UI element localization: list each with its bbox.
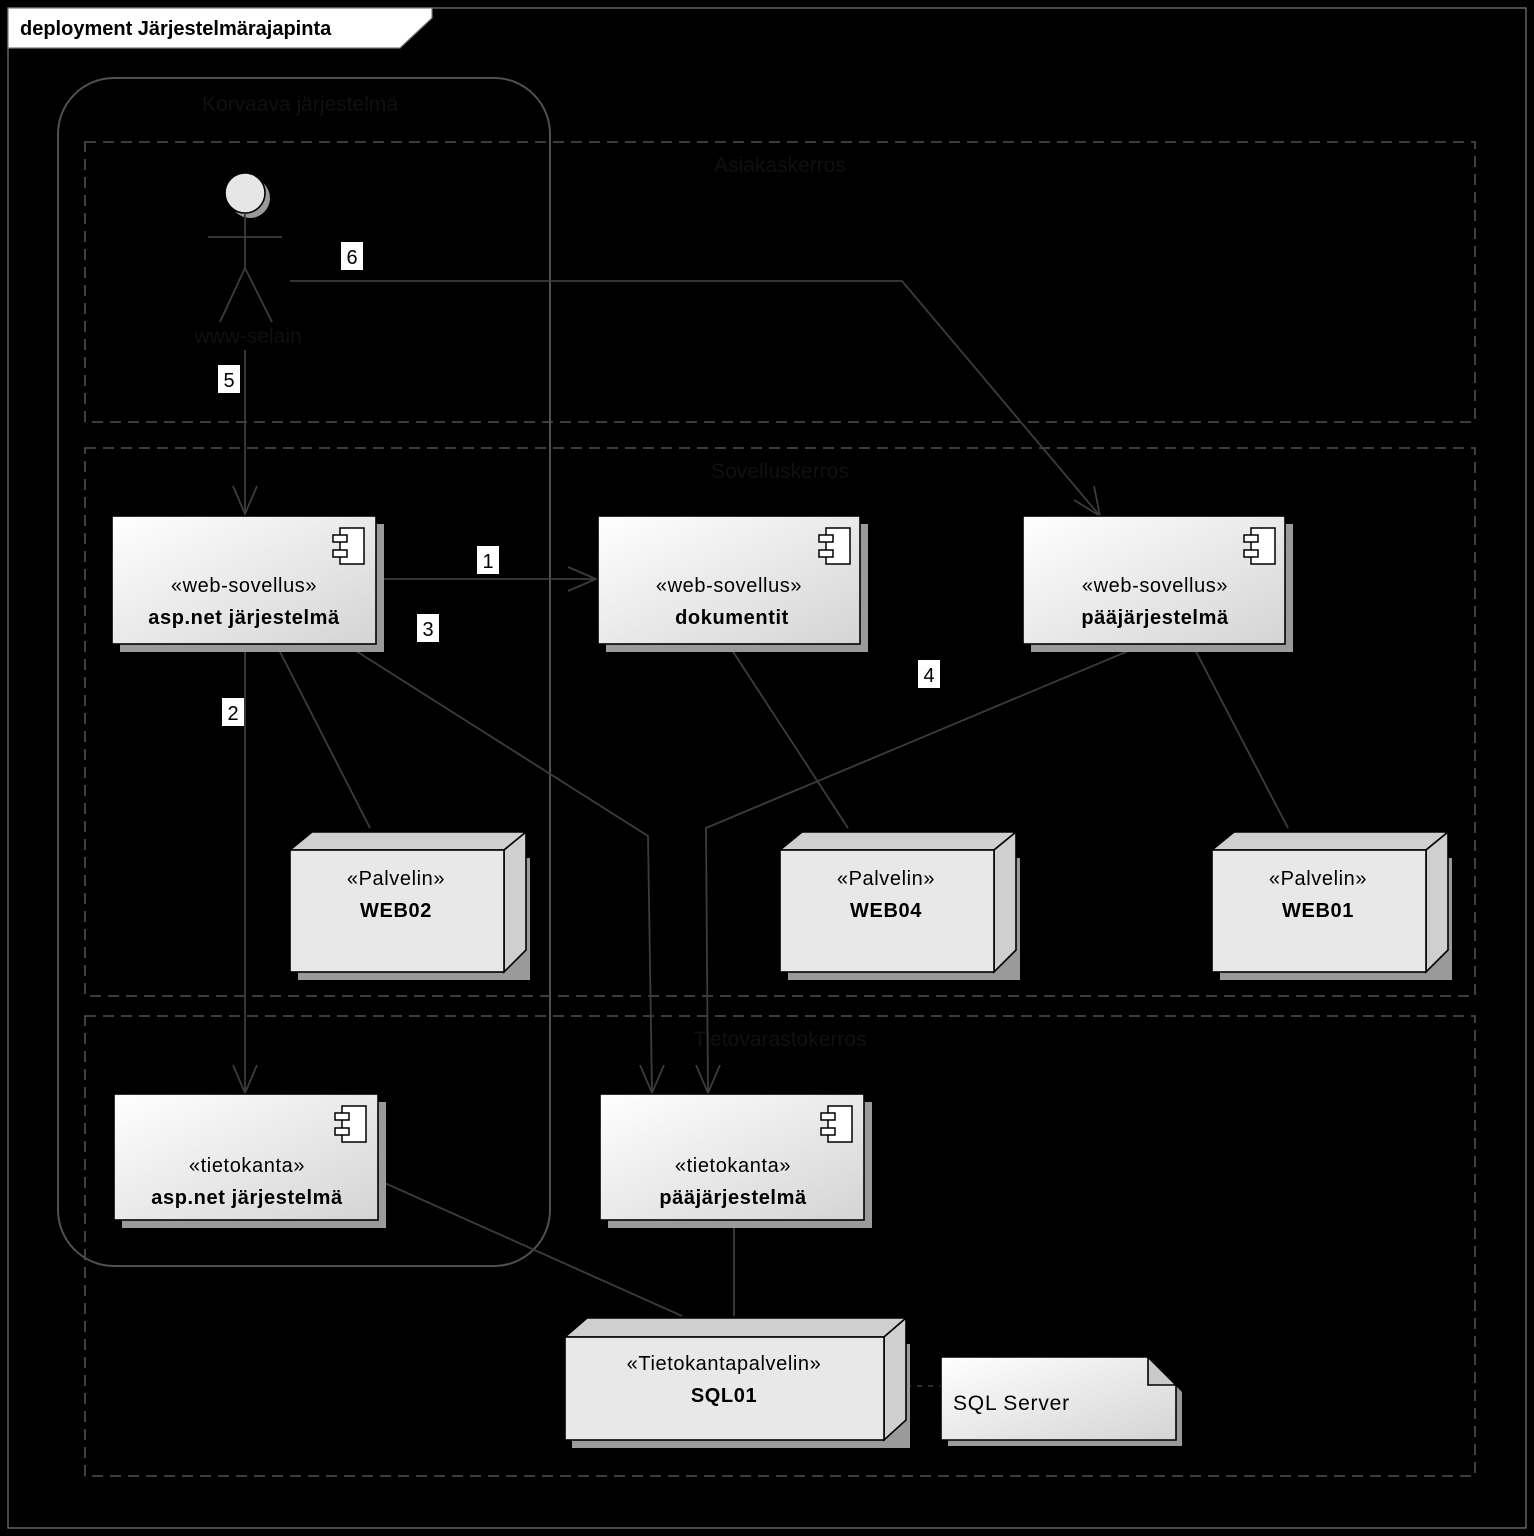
actor-right-leg	[244, 267, 273, 323]
boundary-shape	[57, 77, 551, 1267]
edge-4-arrowhead	[695, 1064, 721, 1096]
component-box	[111, 515, 377, 645]
note-text: SQL Server	[953, 1392, 1070, 1415]
node-name: WEB01	[1282, 900, 1354, 922]
edge-5-label-bg	[218, 365, 240, 393]
node-stereotype: «Palvelin»	[1269, 868, 1367, 890]
component-db-main: «tietokanta» pääjärjestelmä	[599, 1093, 872, 1228]
edge-1-label: 1	[482, 551, 493, 573]
edge-5-label: 5	[223, 370, 234, 392]
edge-labels: 6 5 1 3 2 4	[218, 242, 940, 726]
component-stereotype: «web-sovellus»	[1082, 575, 1228, 597]
component-box	[113, 1093, 379, 1221]
component-icon	[334, 1105, 367, 1143]
edge-6-label: 6	[346, 247, 357, 269]
node-web02: «Palvelin» WEB02	[287, 830, 530, 980]
layer-client	[84, 141, 1476, 423]
component-stereotype: «web-sovellus»	[171, 575, 317, 597]
note-fold	[1147, 1355, 1178, 1386]
edge-3-label: 3	[422, 619, 433, 641]
layer-data-label: Tietovarastokerros	[693, 1028, 866, 1051]
edge-3-line	[344, 643, 653, 1094]
node-face	[779, 849, 995, 973]
component-stereotype: «web-sovellus»	[656, 575, 802, 597]
component-name: dokumentit	[675, 607, 789, 629]
edge-2-arrowhead	[232, 1064, 258, 1096]
boundary-label: Korvaava järjestelmä	[202, 93, 398, 116]
node-face	[1211, 849, 1427, 973]
component-box	[1022, 515, 1286, 645]
node-stereotype: «Palvelin»	[347, 868, 445, 890]
diagram-frame: deployment Järjestelmärajapinta	[7, 7, 1527, 1529]
edge-6-label-bg	[341, 242, 363, 270]
edge-2-label-bg	[222, 698, 244, 726]
node-web01: «Palvelin» WEB01	[1209, 830, 1452, 980]
link-db-asp-sql01	[377, 1179, 683, 1317]
edge-5-arrowhead	[232, 485, 258, 517]
edge-6-line	[290, 280, 1101, 517]
node-top	[777, 831, 1019, 851]
component-icon	[1243, 527, 1276, 565]
edge-3-arrowhead	[639, 1064, 665, 1096]
component-name: pääjärjestelmä	[659, 1187, 807, 1209]
node-stereotype: «Palvelin»	[837, 868, 935, 890]
edge-1-arrowhead	[567, 566, 599, 592]
note-sql-server: SQL Server	[940, 1355, 1182, 1446]
edge-4-line	[705, 643, 1146, 1094]
layers: Asiakaskerros Sovelluskerros Tietovarast…	[84, 141, 1476, 1477]
node-name: WEB04	[850, 900, 922, 922]
edge-4-label: 4	[923, 665, 934, 687]
component-name: asp.net järjestelmä	[151, 1187, 343, 1209]
node-stereotype: «Tietokantapalvelin»	[627, 1353, 822, 1375]
node-top	[562, 1317, 909, 1338]
node-web04: «Palvelin» WEB04	[777, 830, 1020, 980]
component-icon	[818, 527, 851, 565]
frame-title: deployment Järjestelmärajapinta	[20, 18, 332, 40]
layer-data	[84, 1015, 1476, 1477]
component-stereotype: «tietokanta»	[189, 1155, 305, 1177]
component-stereotype: «tietokanta»	[675, 1155, 791, 1177]
component-icon	[332, 527, 365, 565]
component-name: pääjärjestelmä	[1081, 607, 1229, 629]
component-box	[599, 1093, 865, 1221]
note-body	[940, 1356, 1177, 1441]
link-web-main-web01	[1191, 643, 1289, 829]
edge-1-label-bg	[477, 546, 499, 574]
actor-www-selain: www-selain	[193, 172, 302, 348]
actor-label: www-selain	[193, 325, 301, 348]
frame-border	[7, 7, 1527, 1529]
layer-app-label: Sovelluskerros	[711, 460, 849, 483]
component-web-asp: «web-sovellus» asp.net järjestelmä	[111, 515, 384, 652]
node-side	[1425, 830, 1449, 974]
component-web-main: «web-sovellus» pääjärjestelmä	[1022, 515, 1293, 652]
node-name: WEB02	[360, 900, 432, 922]
link-web-doc-web04	[727, 643, 849, 829]
actor-left-leg	[219, 267, 246, 323]
actor-head	[224, 172, 266, 214]
node-face	[564, 1336, 885, 1441]
link-web-asp-web02	[275, 643, 371, 829]
component-name: asp.net järjestelmä	[148, 607, 340, 629]
node-side	[503, 830, 527, 974]
layer-app	[84, 447, 1476, 997]
component-web-doc: «web-sovellus» dokumentit	[597, 515, 868, 652]
node-side	[993, 830, 1017, 974]
component-icon	[820, 1105, 853, 1143]
node-face	[289, 849, 505, 973]
node-side	[883, 1316, 907, 1442]
node-name: SQL01	[691, 1385, 757, 1407]
layer-client-label: Asiakaskerros	[714, 154, 846, 177]
node-top	[287, 831, 529, 851]
component-db-asp: «tietokanta» asp.net järjestelmä	[113, 1093, 386, 1228]
system-boundary: Korvaava järjestelmä	[57, 77, 551, 1267]
node-sql01: «Tietokantapalvelin» SQL01	[562, 1316, 910, 1448]
edge-2-label: 2	[227, 703, 238, 725]
edge-4-label-bg	[918, 660, 940, 688]
edge-3-label-bg	[417, 614, 439, 642]
component-box	[597, 515, 861, 645]
frame-tag	[7, 7, 433, 49]
node-top	[1209, 831, 1451, 851]
